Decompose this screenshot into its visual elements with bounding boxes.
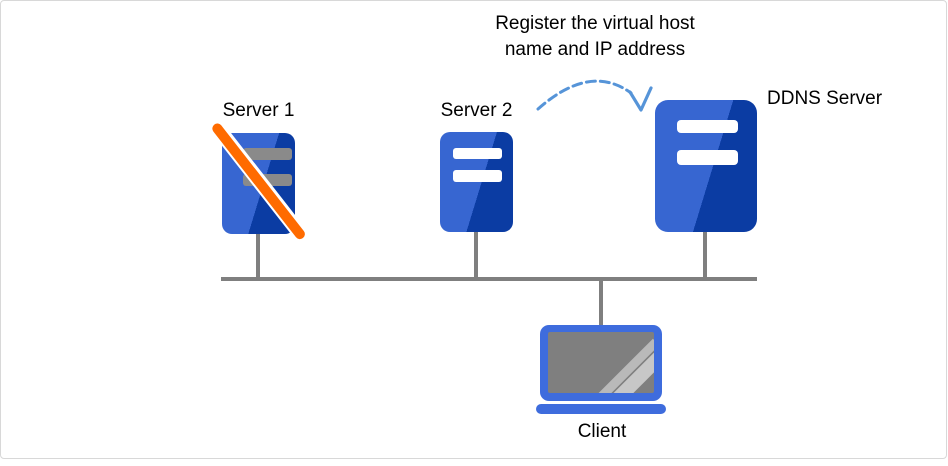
server1-connector-line	[256, 233, 260, 277]
server-slot-bar	[677, 120, 738, 133]
server-slot-bar	[453, 148, 502, 159]
server-slot-bar	[243, 148, 292, 160]
laptop-icon	[540, 325, 662, 401]
server1-icon	[206, 117, 311, 246]
annotation-text: Register the virtual host name and IP ad…	[420, 11, 770, 63]
ddns-server-label: DDNS Server	[767, 88, 883, 109]
client-connector-line	[599, 281, 603, 325]
ddns-connector-line	[703, 232, 707, 277]
ddns-server-icon	[655, 100, 757, 232]
laptop-base	[536, 404, 666, 414]
laptop-screen	[548, 332, 654, 393]
annotation-line1: Register the virtual host	[495, 13, 695, 34]
server-slot-bar	[677, 150, 738, 165]
annotation-line2: name and IP address	[504, 39, 686, 60]
disabled-slash-stripe	[210, 121, 307, 242]
network-bus-line	[221, 277, 757, 281]
client-label: Client	[577, 421, 627, 442]
server2-label: Server 2	[440, 100, 513, 121]
server2-connector-line	[474, 232, 478, 277]
server1-label: Server 1	[222, 100, 295, 121]
server-slot-bar	[453, 170, 502, 182]
server2-icon	[440, 132, 513, 232]
